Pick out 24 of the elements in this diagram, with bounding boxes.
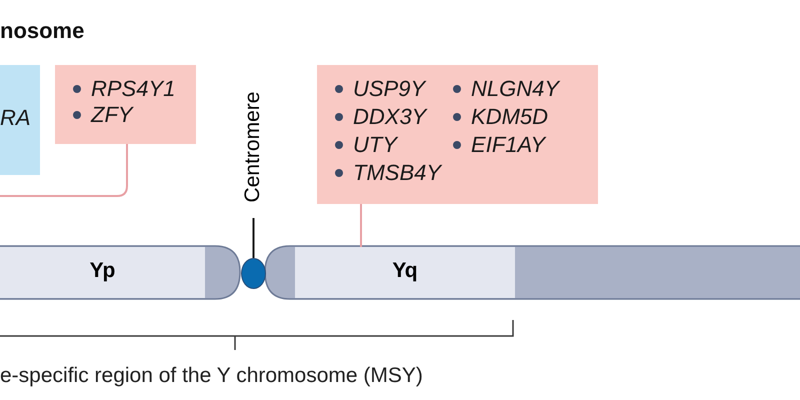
bracket-label: e-specific region of the Y chromosome (MSY) [0,364,423,388]
gene-box [55,65,196,144]
centromere-ellipse [241,258,266,289]
centromere-label: Centromere [241,91,265,202]
gene-name: EIF1AY [471,132,546,158]
gene-name: KDM5D [471,104,548,130]
chromosome-arm [0,247,205,298]
arm-label: Yp [90,259,116,283]
gene-name: ZFY [91,102,133,128]
gene-name: DDX3Y [353,104,426,130]
leader-line [0,144,128,197]
gene-name: NLGN4Y [471,76,560,102]
arm-label: Yq [392,259,418,283]
gene-name: TMSB4Y [353,160,442,186]
gene-name: UTY [353,132,397,158]
leader-line [360,204,362,247]
gene-name: USP9Y [353,76,426,102]
gene-name: RPS4Y1 [91,76,176,102]
leader-line [252,218,254,258]
gene-box [317,65,598,204]
gene-box [0,65,40,175]
title: nosome [0,18,84,44]
gene-name: RA [0,105,31,131]
chromosome-arm [295,247,515,298]
